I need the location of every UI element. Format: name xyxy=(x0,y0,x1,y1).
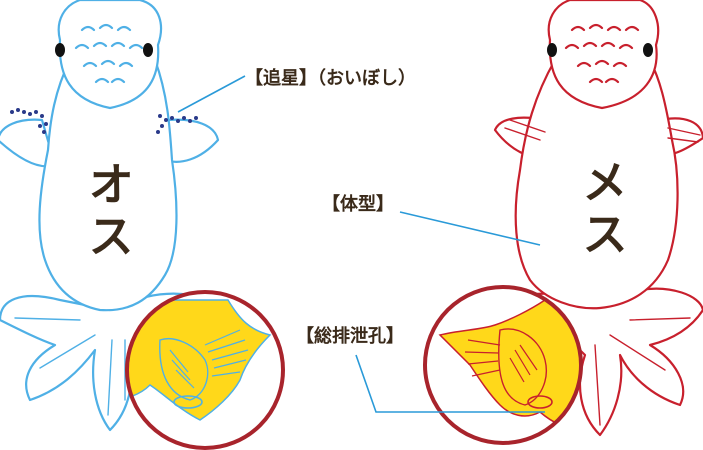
callout-body-shape: 【体型】 xyxy=(322,193,394,215)
female-right-eye xyxy=(643,43,653,57)
male-vent-closeup xyxy=(125,290,285,450)
callout-oiboshi: 【追星】（おいぼし） xyxy=(245,67,416,89)
leader-vent xyxy=(355,354,545,413)
male-label: オス xyxy=(81,160,135,264)
callout-vent: 【総排泄孔】 xyxy=(296,325,404,347)
female-vent-closeup xyxy=(423,285,583,445)
female-left-eye xyxy=(547,43,557,57)
male-right-eye xyxy=(143,43,153,57)
male-breeding-tubercles xyxy=(10,108,198,134)
female-label: メス xyxy=(575,158,629,262)
leader-body-shape xyxy=(399,211,541,246)
leader-lines xyxy=(177,75,545,413)
leader-oiboshi xyxy=(177,75,246,113)
male-left-eye xyxy=(55,43,65,57)
male-right-pectoral-fin xyxy=(163,118,220,163)
